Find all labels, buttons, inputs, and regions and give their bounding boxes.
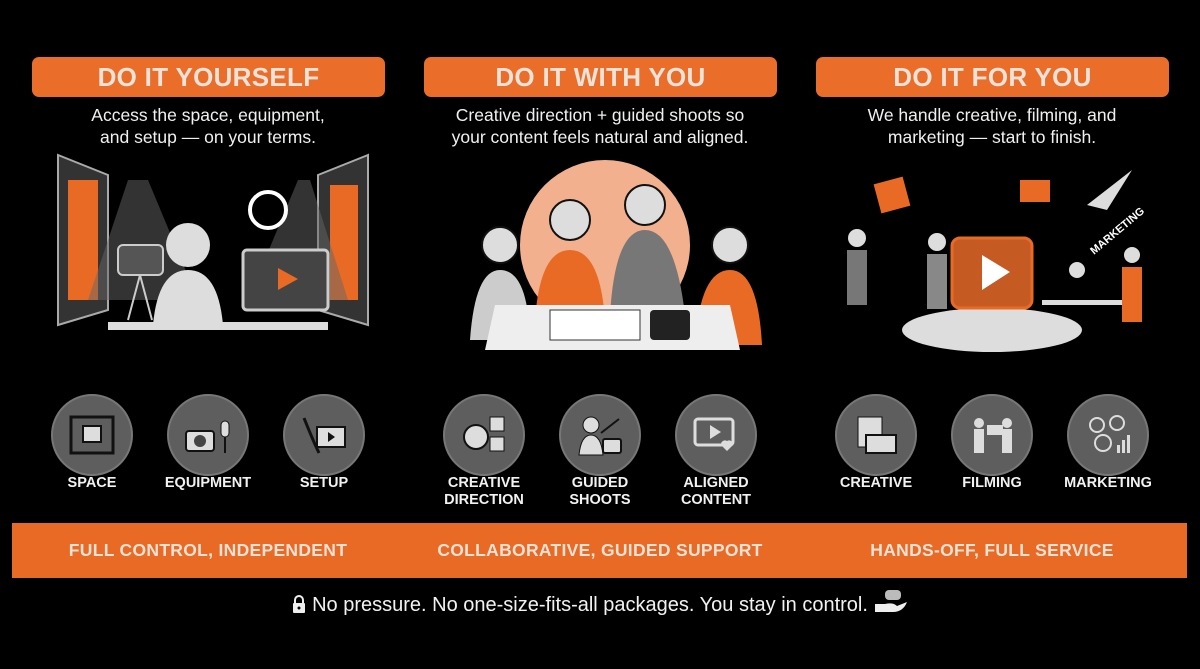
band-difu: HANDS-OFF, FULL SERVICE — [870, 540, 1114, 560]
diy-studio-illustration — [57, 153, 369, 330]
desc-line: We handle creative, filming, and — [867, 105, 1117, 125]
film-crew-icon — [951, 394, 1033, 476]
cables-monitor-icon — [283, 394, 365, 476]
label-setup: SETUP — [299, 475, 349, 491]
storyboard-icon — [835, 394, 917, 476]
video-heart-icon — [675, 394, 757, 476]
desc-line: Creative direction + guided shoots so — [455, 105, 745, 125]
diwy-collaboration-illustration — [470, 160, 762, 350]
band-diwy: COLLABORATIVE, GUIDED SUPPORT — [437, 540, 763, 560]
footer-text: No pressure. No one-size-fits-all packag… — [312, 594, 868, 616]
column-diwy: DO IT WITH YOU Creative direction + guid… — [404, 0, 796, 520]
desc-line: marketing — start to finish. — [887, 127, 1097, 147]
footer: No pressure. No one-size-fits-all packag… — [0, 588, 1200, 618]
difu-title: DO IT FOR YOU — [816, 57, 1169, 97]
hand-controller-icon — [875, 590, 908, 612]
diy-title: DO IT YOURSELF — [32, 57, 385, 97]
desc-line: your content feels natural and aligned. — [451, 127, 749, 147]
label-filming: FILMING — [962, 475, 1022, 491]
desc-line: Access the space, equipment, — [91, 105, 325, 125]
studio-room-icon — [51, 394, 133, 476]
director-camera-icon — [559, 394, 641, 476]
lock-icon — [292, 595, 305, 613]
camera-mic-icon — [167, 394, 249, 476]
band-diy: FULL CONTROL, INDEPENDENT — [68, 540, 348, 560]
diy-description: Access the space, equipment,and setup — … — [12, 104, 404, 148]
diwy-title: DO IT WITH YOU — [424, 57, 777, 97]
label-equipment: EQUIPMENT — [164, 475, 252, 491]
growth-chart-icon — [1067, 394, 1149, 476]
column-difu: DO IT FOR YOU We handle creative, filmin… — [796, 0, 1188, 520]
brain-ideas-icon — [443, 394, 525, 476]
label-marketing: MARKETING — [1064, 475, 1152, 491]
summary-band: FULL CONTROL, INDEPENDENT COLLABORATIVE,… — [12, 523, 1187, 578]
label-space: SPACE — [67, 475, 117, 491]
desc-line: and setup — on your terms. — [100, 127, 316, 147]
column-diy: DO IT YOURSELF Access the space, equipme… — [12, 0, 404, 520]
difu-production-illustration: MARKETING — [847, 170, 1147, 352]
marketing-rocket-text: MARKETING — [1088, 205, 1147, 257]
label-creative: CREATIVE — [839, 475, 913, 491]
